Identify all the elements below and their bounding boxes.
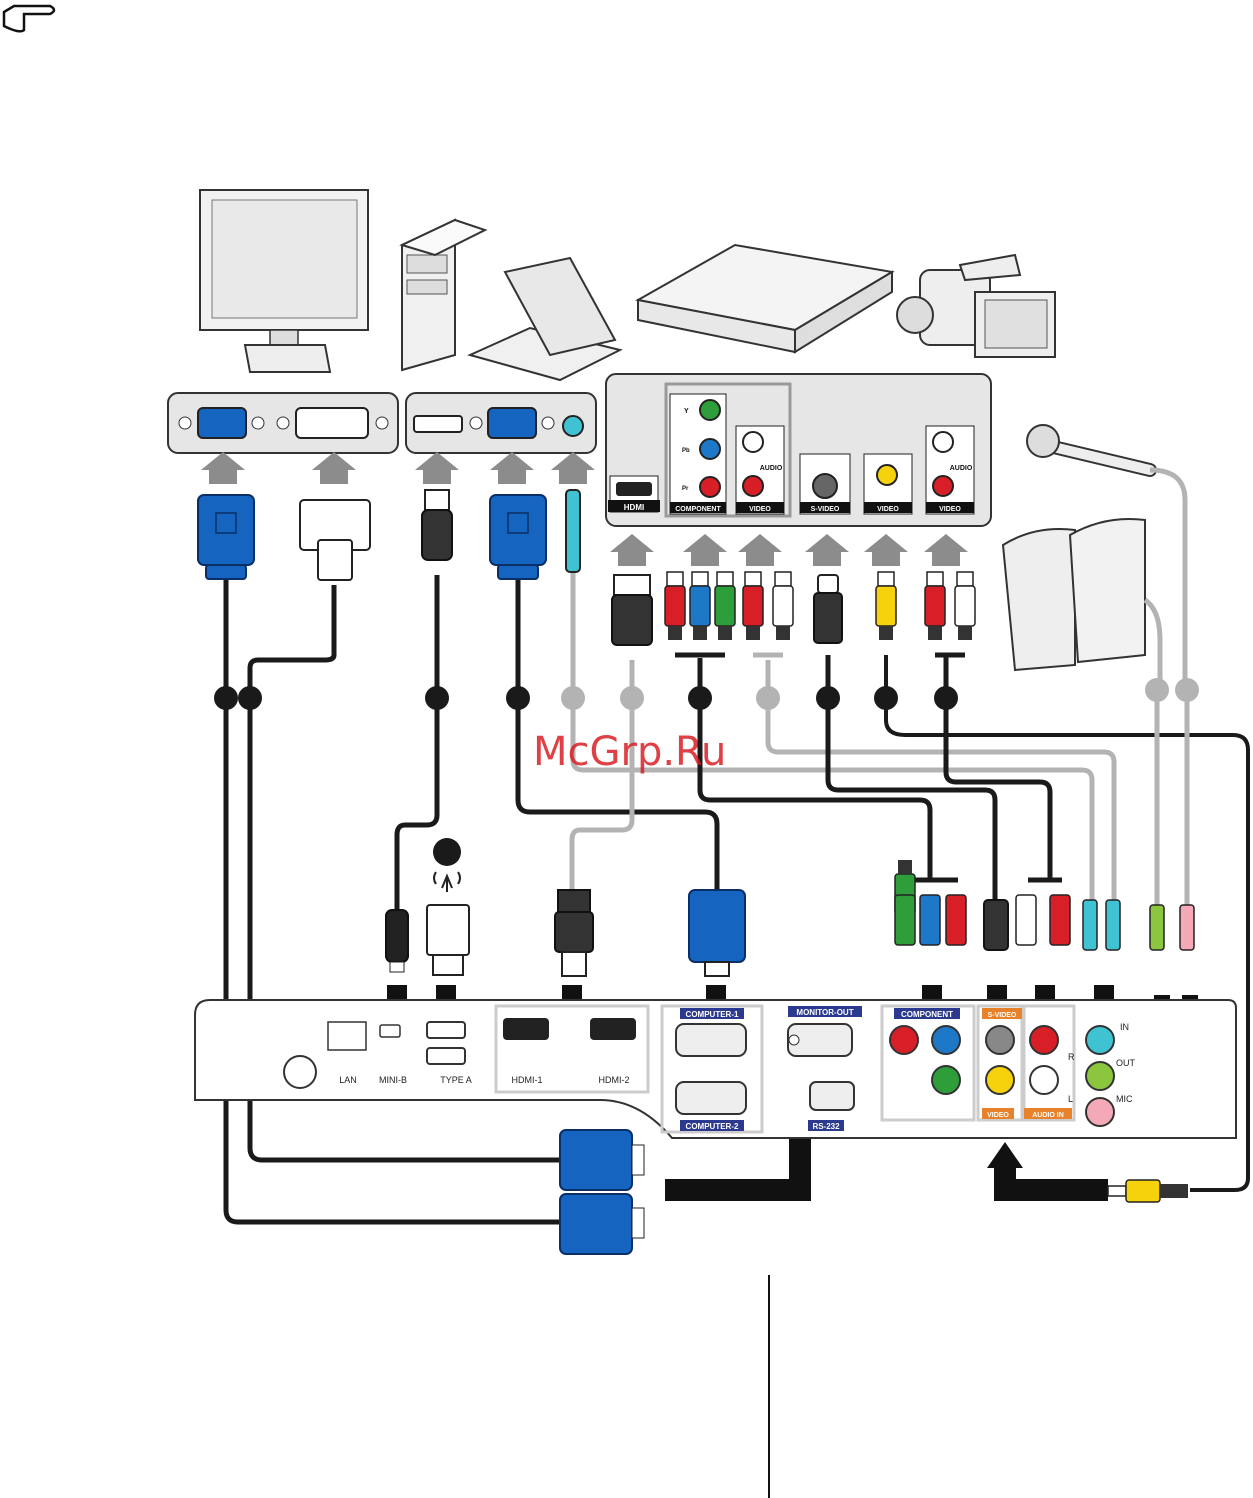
camcorder-icon <box>897 255 1055 357</box>
svideo-label: S-VIDEO <box>988 1012 1017 1019</box>
src-y-label: Y <box>684 408 689 415</box>
monitor-ports-panel <box>168 393 398 453</box>
video-label: VIDEO <box>987 1112 1009 1119</box>
projector-plugs <box>386 860 1194 976</box>
dvd-player-icon <box>638 245 892 352</box>
src-video-a-label: VIDEO <box>749 506 771 513</box>
src-component-label: COMPONENT <box>675 506 721 513</box>
computer2-label: COMPUTER-2 <box>686 1122 739 1131</box>
lan-label: LAN <box>339 1075 357 1085</box>
projector-rear-panel <box>195 1000 1236 1138</box>
src-svideo-label: S-VIDEO <box>811 506 840 513</box>
hdmi2-label: HDMI-2 <box>599 1075 630 1085</box>
r-label: R <box>1068 1052 1075 1062</box>
src-audio-a-label: AUDIO <box>760 465 783 472</box>
speakers-icon <box>1003 519 1160 690</box>
src-pb-label: Pb <box>682 448 690 454</box>
composite-plug <box>1108 1180 1188 1202</box>
type-a-label: TYPE A <box>440 1075 472 1085</box>
src-video-b-label: VIDEO <box>877 506 899 513</box>
monitor-icon <box>200 190 368 372</box>
src-video-c-label: VIDEO <box>939 506 961 513</box>
laptop-icon <box>470 258 620 380</box>
pc-ports-panel <box>406 393 596 453</box>
watermark: McGrp.Ru <box>533 729 726 775</box>
l-label: L <box>1068 1094 1073 1104</box>
desktop-pc-icon <box>402 220 485 370</box>
hdmi1-label: HDMI-1 <box>512 1075 543 1085</box>
wireless-dongle-icon <box>427 872 469 975</box>
src-pr-label: Pr <box>682 486 689 492</box>
in-label: IN <box>1120 1022 1129 1032</box>
component-label: COMPONENT <box>901 1010 953 1019</box>
rs232-label: RS-232 <box>812 1122 840 1131</box>
src-hdmi-label: HDMI <box>624 503 644 512</box>
note-hand-icon <box>4 6 54 31</box>
mic-label: MIC <box>1116 1094 1133 1104</box>
audio-in-label: AUDIO IN <box>1032 1112 1064 1119</box>
computer1-label: COMPUTER-1 <box>686 1010 739 1019</box>
monitor-out-label: MONITOR-OUT <box>796 1008 853 1017</box>
vga-output-plugs <box>560 1130 644 1254</box>
src-audio-b-label: AUDIO <box>950 465 973 472</box>
mini-b-label: MINI-B <box>379 1075 407 1085</box>
out-label: OUT <box>1116 1058 1136 1068</box>
